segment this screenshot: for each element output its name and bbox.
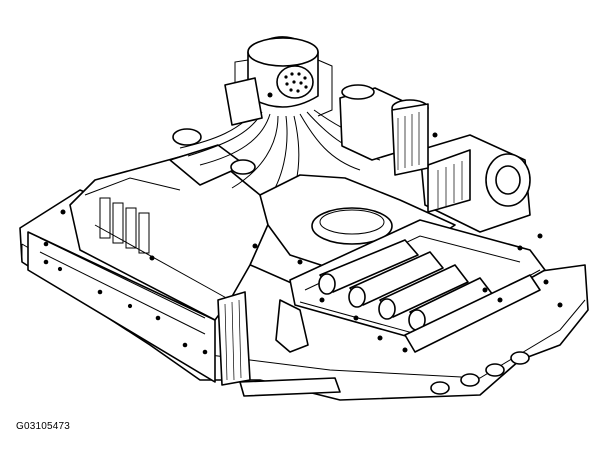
front-bracket <box>275 299 309 353</box>
bolts <box>60 92 563 353</box>
round-recess <box>311 207 393 245</box>
center-solenoids <box>224 77 429 176</box>
solenoid-assembly <box>419 134 531 233</box>
spring-housing <box>217 291 251 386</box>
right-end-plate <box>404 274 541 353</box>
figure-caption: G03105473 <box>16 421 71 432</box>
electrical-connector <box>234 36 333 117</box>
base-cylinders <box>430 351 530 395</box>
